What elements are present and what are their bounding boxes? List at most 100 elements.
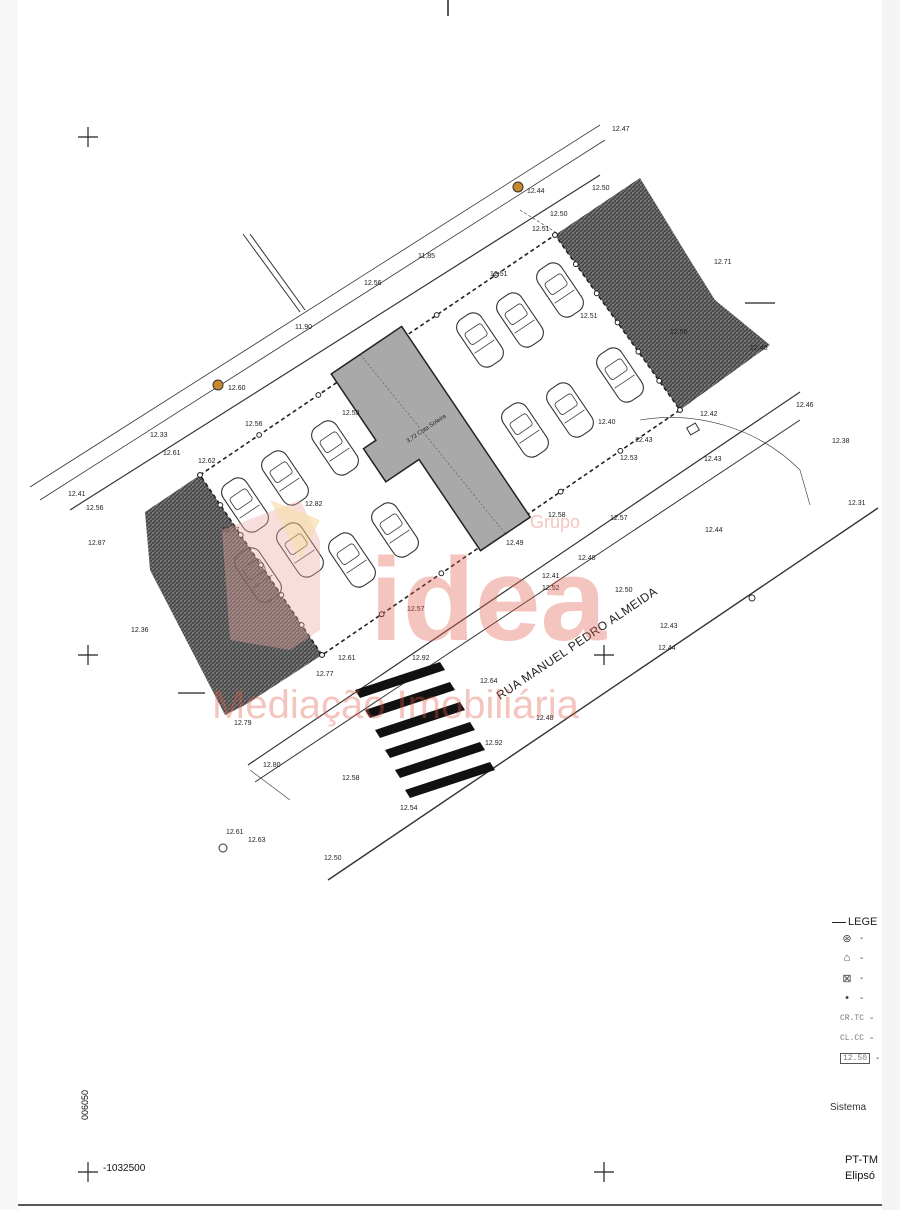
- right-margin: [882, 0, 900, 1210]
- logo-accent-icon: [270, 500, 320, 560]
- elevation-label: 12.50: [324, 855, 342, 862]
- legend-row: ⊠-: [840, 968, 892, 988]
- legend-row: •-: [840, 988, 892, 1008]
- boundary-marker: [593, 290, 600, 297]
- elevation-label: 12.48: [578, 555, 596, 562]
- car-icon: [371, 502, 419, 558]
- elevation-label: 12.53: [620, 455, 638, 462]
- elevation-label: 12.71: [714, 259, 732, 266]
- legend-dash: -: [860, 972, 864, 984]
- legend-row: ⊛-: [840, 928, 892, 948]
- grid-cross-icon: [594, 1162, 614, 1182]
- boundary-marker: [635, 348, 642, 355]
- elevation-label: 12.61: [163, 450, 181, 457]
- zebra-stripe: [365, 682, 455, 718]
- legend-panel: LEGE ⊛-⌂-⊠-•-CR.TC-CL.CC-12.50-: [832, 916, 892, 1068]
- elevation-label: 12.50: [550, 211, 568, 218]
- building-footprint: 3,72 Cota Soleira: [330, 325, 532, 552]
- boundary-marker: [614, 319, 621, 326]
- boundary-marker: [572, 261, 579, 268]
- elevation-label: 12.40: [750, 345, 768, 352]
- boundary-marker: [315, 392, 322, 398]
- boundary-marker: [492, 272, 499, 278]
- elevation-label: 12.41: [542, 573, 560, 580]
- legend-dash: -: [870, 1032, 874, 1044]
- grid-cross-icon: [78, 1162, 98, 1182]
- zebra-stripe: [395, 742, 485, 778]
- boundary-marker: [438, 570, 445, 577]
- elevation-label: 12.44: [527, 188, 545, 195]
- elevation-label: 11.90: [295, 324, 312, 331]
- grid-cross-icon: [78, 127, 98, 147]
- boundary-marker: [552, 232, 558, 238]
- elevation-label: 12.58: [548, 512, 566, 519]
- legend-dash: -: [860, 992, 864, 1004]
- zebra-stripe: [355, 662, 445, 698]
- legend-code: CR.TC: [840, 1013, 865, 1023]
- boundary-marker: [433, 312, 440, 318]
- watermark-small: Grupo: [530, 512, 580, 532]
- point-icon: •: [845, 992, 849, 1004]
- elevation-label: 12.31: [848, 500, 866, 507]
- car-icon: [501, 402, 549, 458]
- legend-dash: -: [876, 1052, 880, 1064]
- elevation-label: 12.43: [704, 456, 722, 463]
- left-margin: [0, 0, 18, 1210]
- car-icon: [456, 312, 504, 368]
- car-icon: [596, 347, 644, 403]
- crs-line-1: PT-TM: [845, 1154, 878, 1166]
- cabinet-icon: ⊠: [842, 972, 852, 985]
- elevation-label: 12.77: [222, 527, 240, 534]
- elevation-label: 12.80: [263, 762, 281, 769]
- car-icon: [536, 262, 584, 318]
- tree-icon: ⊛: [842, 932, 852, 945]
- boundary-marker: [617, 447, 624, 454]
- elevation-label: 12.92: [485, 740, 503, 747]
- legend-title-text: LEGE: [848, 916, 878, 928]
- grid-cross-icon: [594, 645, 614, 665]
- car-icon: [221, 477, 269, 533]
- zebra-stripe: [405, 762, 495, 798]
- legend-dash: -: [860, 932, 864, 944]
- boundary-marker: [197, 472, 203, 478]
- car-icon: [234, 547, 282, 603]
- elevation-label: 12.62: [198, 458, 216, 465]
- car-icon: [328, 532, 376, 588]
- elevation-label: 12.92: [412, 655, 430, 662]
- elevation-label: 11.85: [418, 253, 435, 260]
- elevation-label: 12.87: [88, 540, 106, 547]
- car-icon: [276, 522, 324, 578]
- elevation-label: 12.64: [480, 678, 498, 685]
- coordinate-system-label: Sistema: [830, 1102, 867, 1113]
- boundary-marker: [217, 502, 224, 508]
- elevation-label: 12.44: [658, 645, 676, 652]
- legend-dash: -: [860, 952, 864, 964]
- legend-code: CL.CC: [840, 1033, 865, 1043]
- grid-cross-icon: [78, 645, 98, 665]
- elevation-label: 12.57: [407, 606, 425, 613]
- boundary-marker: [378, 611, 385, 618]
- boundary-marker: [656, 377, 663, 384]
- legend-rule: [832, 921, 846, 923]
- elevation-label: 12.51: [490, 271, 508, 278]
- parking-spaces: [221, 262, 644, 603]
- boundary-marker: [677, 407, 683, 413]
- boundary-marker: [256, 432, 263, 438]
- legend-title: LEGE: [832, 916, 892, 928]
- elevation-label: 12.54: [400, 805, 418, 812]
- car-icon: [311, 420, 359, 476]
- crs-line-2: Elipsó: [845, 1170, 875, 1182]
- hatched-area-left: [145, 475, 322, 715]
- elevation-label: 12.61: [338, 655, 356, 662]
- hatched-area-right: [555, 178, 770, 410]
- elevation-label: 12.50: [670, 329, 688, 336]
- elevation-label: 12.52: [542, 585, 560, 592]
- coord-y-label: 006050: [80, 1089, 90, 1120]
- elevation-label: 12.82: [305, 501, 323, 508]
- post-icon: ⌂: [843, 952, 851, 964]
- elevation-label: 12.51: [580, 313, 598, 320]
- cabinet-icon: [685, 422, 701, 436]
